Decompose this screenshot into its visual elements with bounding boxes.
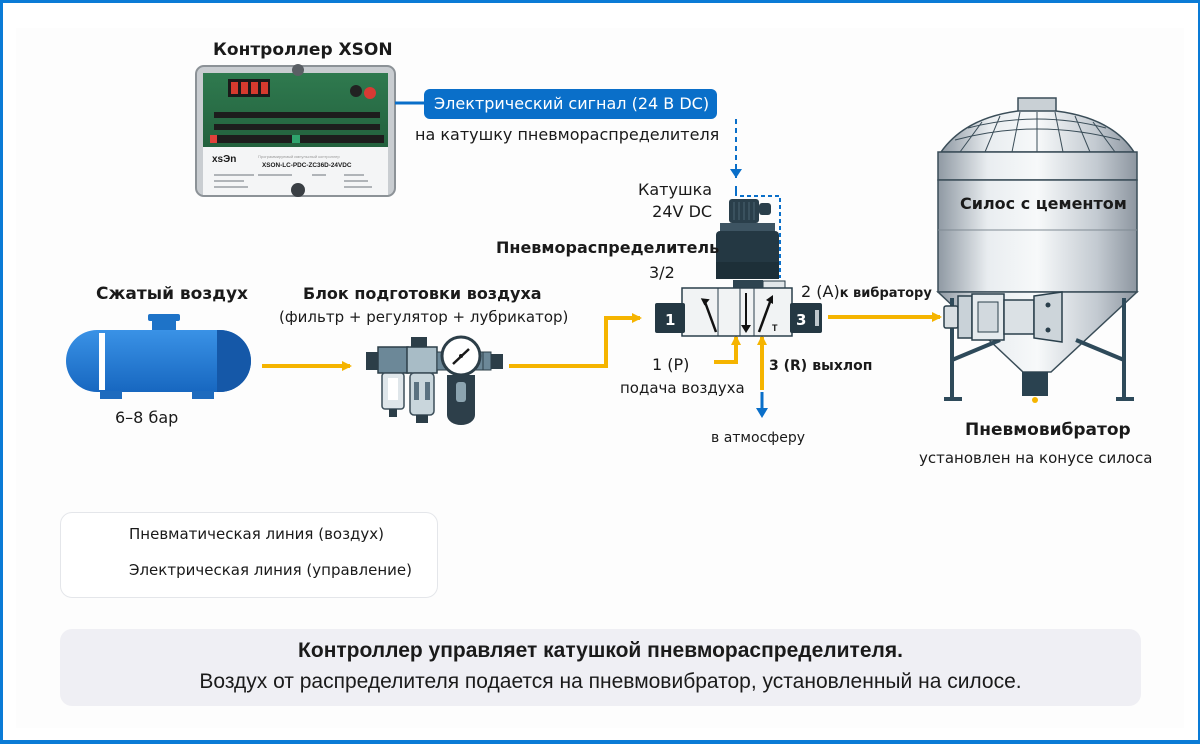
valve-title: Пневмораспределитель — [496, 238, 720, 257]
silo-label: Силос с цементом — [960, 194, 1127, 213]
caption-line-2: Воздух от распределителя подается на пне… — [199, 670, 1022, 693]
valve-type: 3/2 — [649, 263, 675, 282]
caption-box: Контроллер управляет катушкой пневморасп… — [60, 629, 1141, 706]
air-source-pressure: 6–8 бар — [115, 408, 179, 427]
caption-line-1: Контроллер управляет катушкой пневморасп… — [298, 639, 903, 662]
controller-knob-red — [364, 87, 376, 99]
port-2-label: 2 (A)к вибратору — [801, 282, 932, 301]
controller-cable-gland — [291, 183, 305, 197]
port-2-destination: к вибратору — [839, 286, 932, 301]
exhaust-arrow — [756, 392, 768, 418]
controller-device: xsЭn Программируемый импульсный контролл… — [195, 64, 396, 197]
pneumatic-line-supply-p — [714, 335, 741, 364]
port-r-label: 3 (R) выхлоп — [769, 355, 872, 374]
valve-port-1-label: 1 — [665, 311, 675, 329]
electric-line — [395, 101, 781, 278]
legend-pneumatic-label: Пневматическая линия (воздух) — [129, 525, 385, 543]
valve-port-3 — [790, 303, 822, 333]
port-2-id: 2 (A) — [801, 282, 840, 301]
legend-pneumatic-spacer — [77, 527, 123, 541]
coil-label: Катушка 24V DC — [638, 179, 712, 223]
coil-label-line2: 24V DC — [652, 202, 713, 221]
frl-unit — [366, 335, 503, 425]
coil-label-line1: Катушка — [638, 180, 713, 199]
controller-title: Контроллер XSON — [213, 40, 393, 60]
legend-electric-spacer — [77, 563, 123, 577]
svg-text:T: T — [772, 323, 778, 333]
legend-item-pneumatic: Пневматическая линия (воздух) — [77, 525, 384, 543]
valve-port-3-label: 3 — [796, 311, 806, 329]
vibrator-title: Пневмовибратор — [965, 420, 1131, 440]
legend-item-electric: Электрическая линия (управление) — [77, 561, 412, 579]
electric-signal-label: Электрический сигнал (24 В DC) — [424, 89, 718, 119]
controller-subtitle: Программируемый импульсный контроллер — [258, 154, 341, 159]
frl-subtitle: (фильтр + регулятор + лубрикатор) — [279, 308, 569, 326]
pneumatic-lines — [262, 312, 942, 390]
atmosphere-label: в атмосферу — [711, 430, 806, 446]
port-p-label: 1 (P) — [652, 355, 690, 374]
port-p-sublabel: подача воздуха — [620, 379, 745, 397]
controller-spec-lines — [214, 174, 372, 188]
air-source-title: Сжатый воздух — [96, 284, 249, 304]
controller-brand: xsЭn — [212, 154, 236, 165]
pneumatic-vibrator — [943, 291, 1063, 343]
legend: Пневматическая линия (воздух) Электричес… — [60, 512, 438, 598]
valve-port-1 — [655, 303, 685, 333]
silo-outlet — [1022, 372, 1048, 396]
vibrator-subtitle: установлен на конусе силоса — [919, 449, 1153, 467]
port-r-id: 3 (R) — [769, 358, 808, 374]
controller-model: XSON-LC-PDC-ZC36D-24VDC — [262, 162, 352, 169]
silo-roof-grid — [954, 111, 1121, 153]
controller-knob-black — [350, 85, 362, 97]
frl-title: Блок подготовки воздуха — [303, 284, 542, 303]
pneumatic-line-frl-to-valve — [509, 313, 642, 368]
valve-3-2: T 1 3 — [655, 199, 822, 337]
electric-signal-sublabel: на катушку пневмораспределителя — [415, 125, 720, 144]
air-tank — [66, 314, 251, 399]
cement-silo — [936, 97, 1139, 403]
port-r-sublabel: выхлоп — [812, 358, 873, 374]
controller-display-digits — [231, 82, 268, 94]
legend-electric-label: Электрическая линия (управление) — [129, 561, 412, 579]
